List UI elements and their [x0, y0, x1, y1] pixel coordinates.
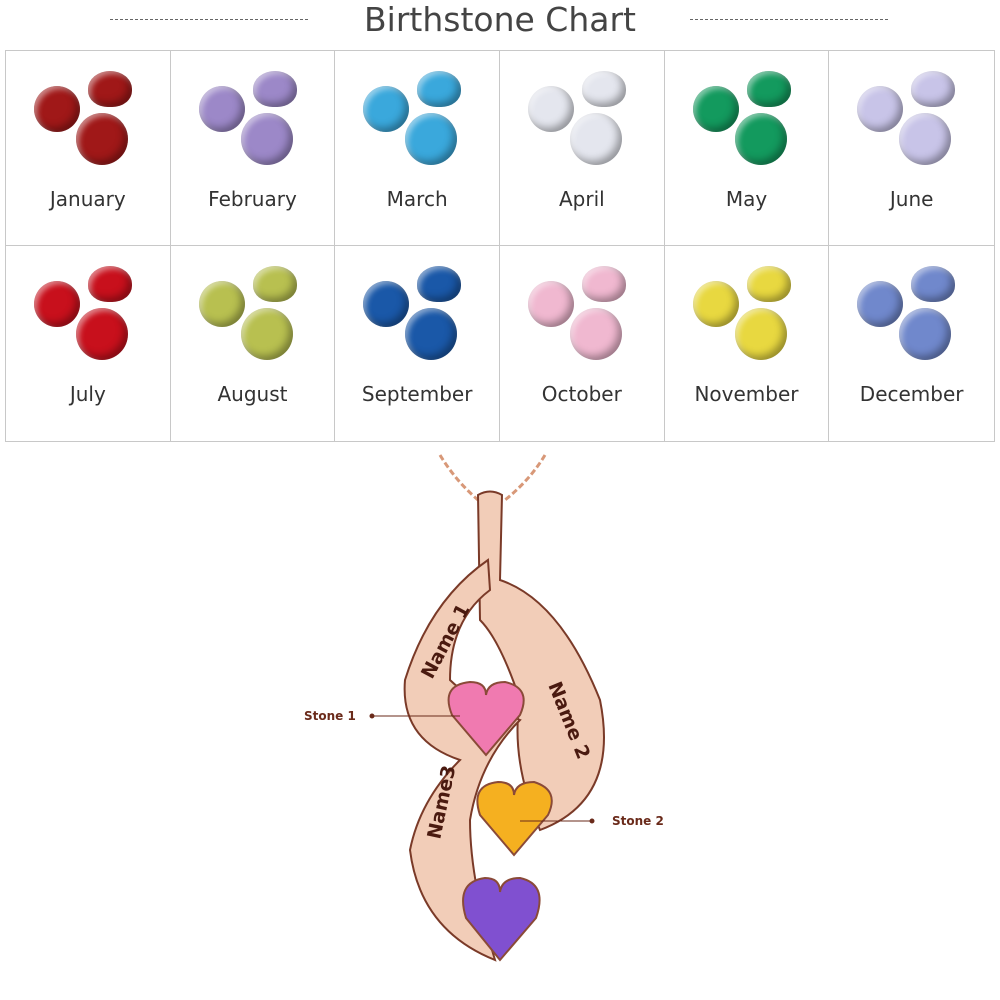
month-label: November: [694, 382, 799, 406]
birthstone-cell-may: May: [664, 51, 830, 246]
gem-icon: [528, 86, 574, 132]
gem-icon: [417, 266, 462, 302]
gem-icon: [692, 281, 739, 327]
birthstone-cell-november: November: [665, 246, 830, 441]
birthstone-cell-september: September: [335, 246, 500, 441]
birthstone-cell-april: April: [500, 51, 665, 246]
gem-icon: [88, 71, 132, 107]
birthstone-cell-january: January: [6, 51, 171, 246]
gem-icon: [363, 281, 410, 327]
gem-icon: [528, 281, 574, 327]
stone-callout-lines: [369, 713, 595, 824]
gem-icon: [582, 266, 626, 302]
gem-icon: [582, 71, 626, 107]
birthstone-cell-december: December: [829, 246, 994, 441]
chart-title: Birthstone Chart: [364, 0, 636, 39]
month-label: May: [725, 187, 768, 211]
month-label: August: [217, 382, 288, 406]
gem-icon: [198, 86, 245, 132]
birthstone-cell-june: June: [829, 51, 994, 246]
gem-icon: [405, 113, 458, 165]
gem-icon: [417, 71, 462, 107]
birthstone-cell-february: February: [170, 51, 336, 246]
gem-icon: [899, 308, 952, 360]
gem-icon: [911, 71, 956, 107]
gem-icon: [911, 266, 956, 302]
stone-1-label: Stone 1: [304, 709, 356, 723]
gem-icon: [405, 308, 458, 360]
stone-2-label: Stone 2: [612, 814, 664, 828]
gem-icon: [734, 308, 787, 360]
gem-icon: [240, 308, 293, 360]
gem-icon: [899, 113, 952, 165]
gem-icon: [252, 71, 297, 107]
stone-2-heart: [476, 780, 553, 857]
stone-1-heart: [447, 680, 525, 757]
gem-icon: [363, 86, 410, 132]
month-label: March: [386, 187, 448, 211]
month-label: October: [541, 382, 622, 406]
gem-icon: [570, 113, 622, 165]
gem-icon: [734, 113, 787, 165]
gem-icon: [746, 266, 791, 302]
gem-icon: [76, 113, 128, 165]
month-label: December: [859, 382, 964, 406]
necklace-chain: [438, 454, 547, 502]
gem-icon: [34, 281, 80, 327]
month-label: June: [889, 187, 934, 211]
gem-icon: [88, 266, 132, 302]
birthstone-cell-march: March: [335, 51, 500, 246]
gem-icon: [198, 281, 245, 327]
title-divider-right: [690, 19, 888, 20]
stone-3-heart: [462, 876, 541, 962]
gem-icon: [240, 113, 293, 165]
birthstone-cell-august: August: [171, 246, 336, 441]
gem-icon: [857, 281, 904, 327]
gem-icon: [746, 71, 791, 107]
title-divider-left: [110, 19, 308, 20]
birthstone-cell-october: October: [500, 246, 665, 441]
gem-icon: [857, 86, 904, 132]
month-label: January: [49, 187, 126, 211]
gem-icon: [76, 308, 128, 360]
month-label: September: [361, 382, 473, 406]
month-label: April: [558, 187, 605, 211]
gem-icon: [34, 86, 80, 132]
gem-icon: [692, 86, 739, 132]
month-label: July: [69, 382, 106, 406]
gem-icon: [570, 308, 622, 360]
gem-icon: [252, 266, 297, 302]
month-label: February: [208, 187, 297, 211]
birthstone-cell-july: July: [6, 246, 171, 441]
